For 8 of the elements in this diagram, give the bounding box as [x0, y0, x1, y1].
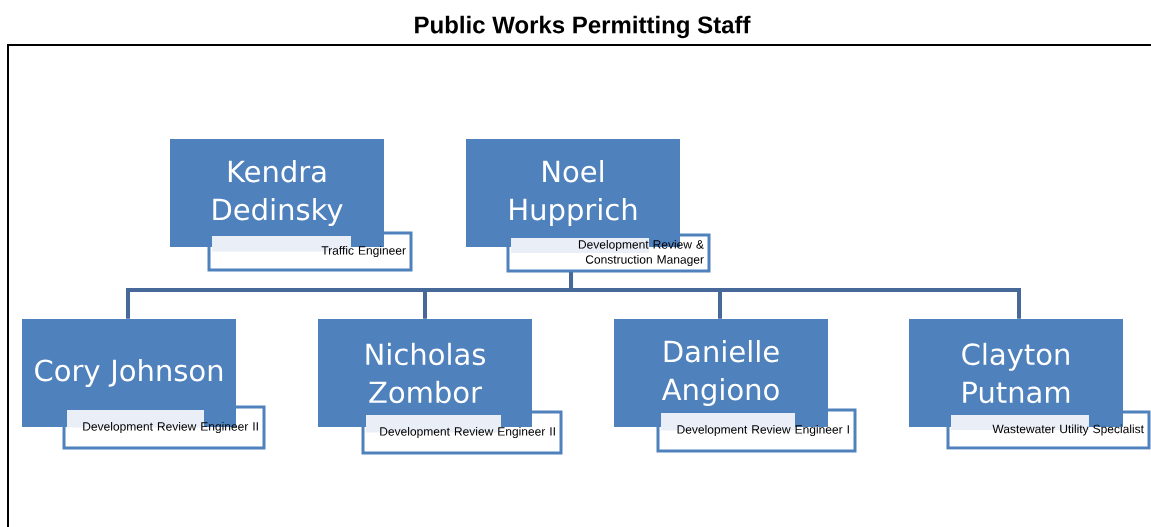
- name-box: Kendra Dedinsky: [170, 139, 384, 247]
- title-box: Traffic Engineer: [207, 231, 413, 272]
- name-box: Nicholas Zombor: [318, 319, 532, 427]
- diagram-title: Public Works Permitting Staff: [415, 15, 751, 39]
- title-box: Development Review Engineer I: [656, 408, 857, 453]
- title-box: Development Review Engineer II: [361, 410, 563, 455]
- connector-line: [569, 272, 1021, 319]
- title-box: Wastewater Utility Specialist: [946, 410, 1151, 450]
